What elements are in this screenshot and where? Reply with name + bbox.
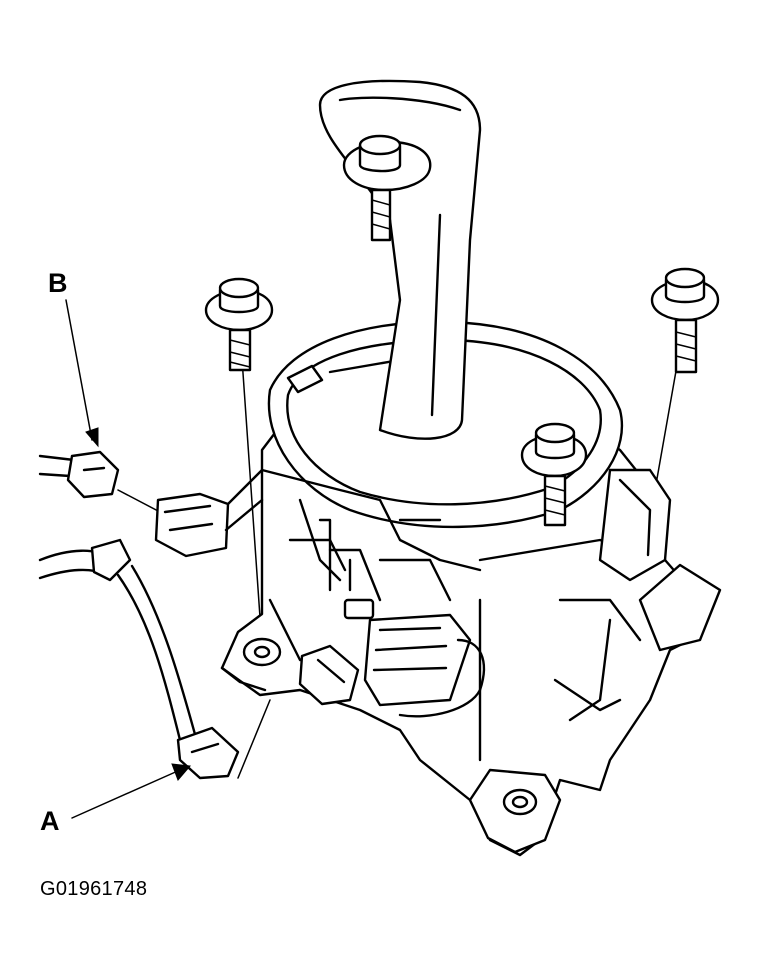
bolt-top-right xyxy=(650,267,720,374)
figure-id: G01961748 xyxy=(40,878,148,900)
shifter-internal-mechanism xyxy=(260,468,482,662)
connector-b-mate xyxy=(154,468,264,558)
connector-a-harness xyxy=(38,538,271,780)
bolt-center xyxy=(520,422,588,527)
bolt-top-left xyxy=(204,277,274,372)
lever-bolt xyxy=(342,134,432,242)
center-connector xyxy=(298,644,360,706)
callout-arrow-a xyxy=(71,763,191,819)
connector-b-harness xyxy=(38,450,161,513)
callout-label-b: B xyxy=(48,268,68,298)
shift-lock-solenoid xyxy=(343,598,485,718)
callout-arrow-b xyxy=(65,299,99,448)
callout-label-a: A xyxy=(40,806,60,836)
